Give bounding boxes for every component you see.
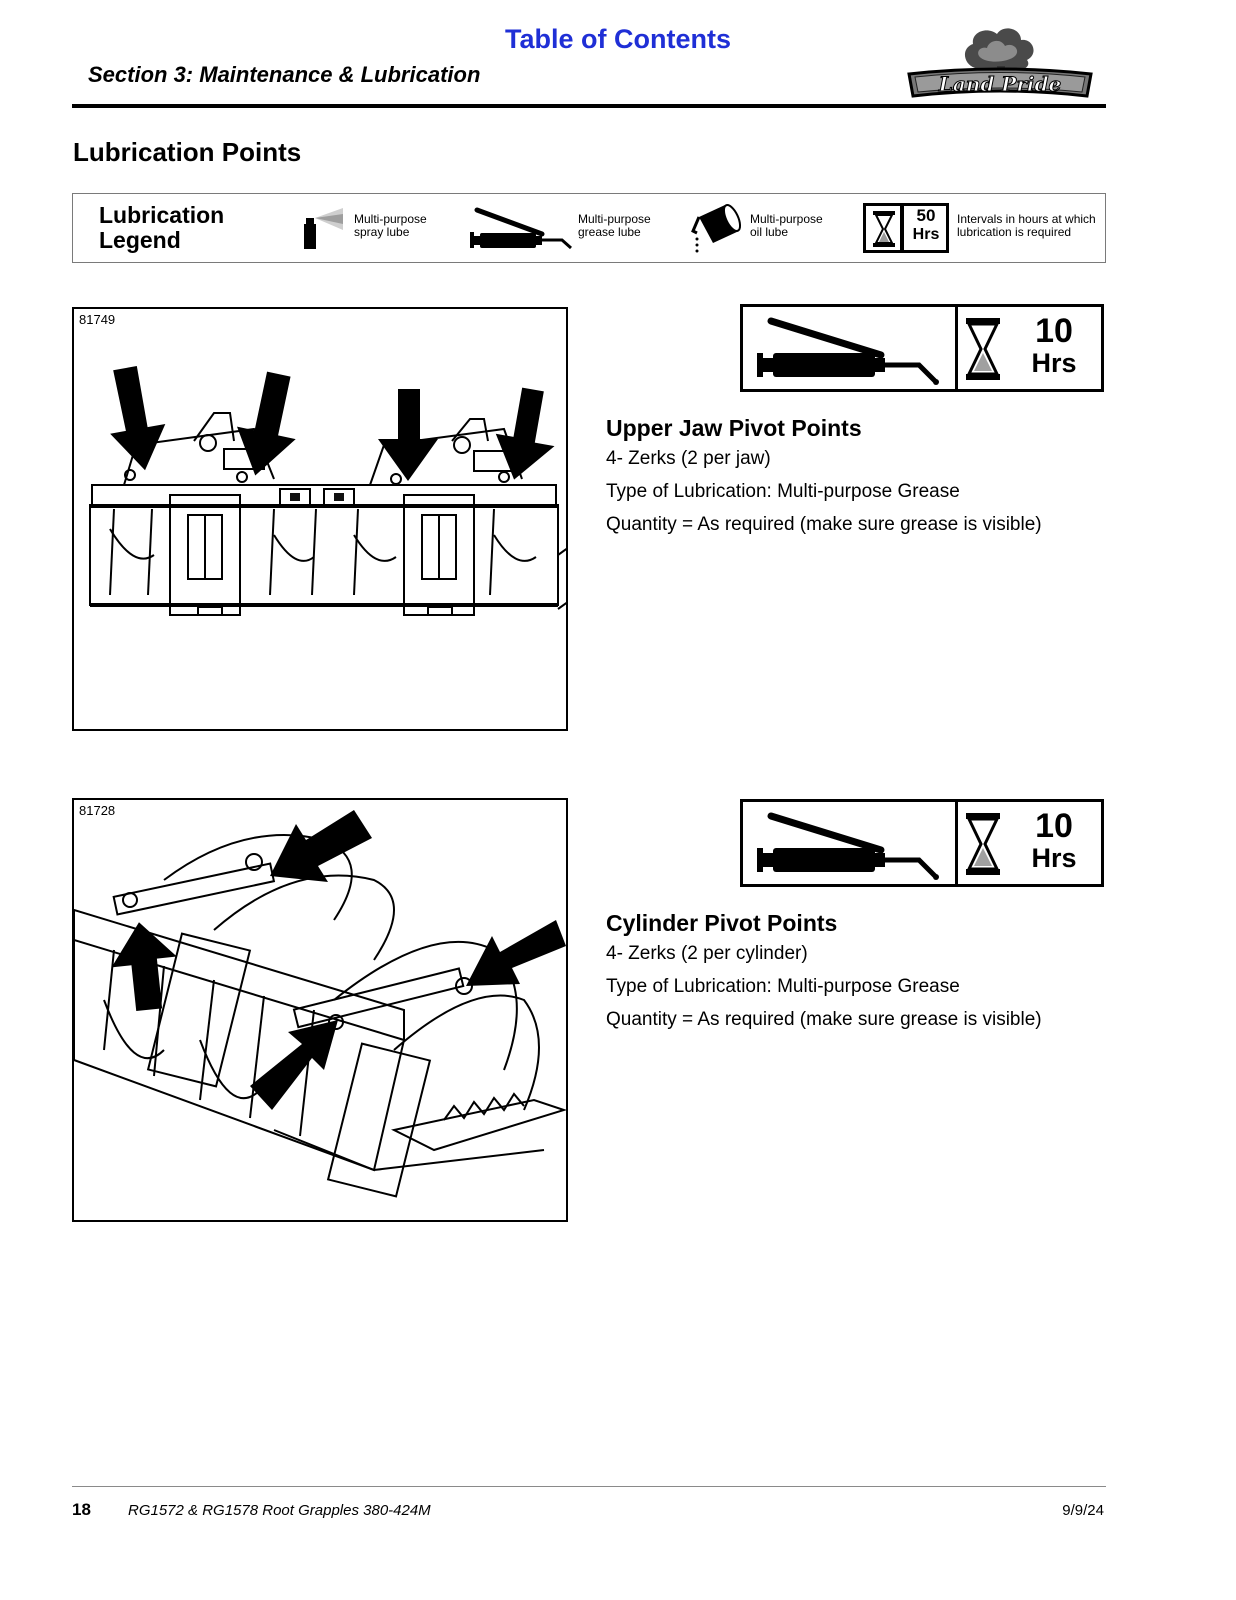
cylinder-illustration — [74, 810, 566, 1198]
interval-badge-cylinder: 10 Hrs — [740, 799, 1104, 887]
point-title: Upper Jaw Pivot Points — [606, 415, 862, 441]
grease-gun-icon — [468, 206, 576, 250]
spray-can-icon — [301, 204, 345, 250]
legend-oil-text: Multi-purpose oil lube — [750, 212, 823, 239]
svg-text:Land Pride: Land Pride — [938, 72, 1061, 96]
grease-gun-icon — [753, 810, 949, 880]
interval-badge-upper-jaw: 10 Hrs — [740, 304, 1104, 392]
interval-unit: Hrs — [1031, 843, 1077, 873]
figure-number: 81749 — [79, 312, 116, 327]
legend-spray-text: Multi-purpose spray lube — [354, 212, 427, 239]
cylinder-info: Cylinder Pivot Points 4- Zerks (2 per cy… — [606, 910, 1106, 1032]
legend-grease-text: Multi-purpose grease lube — [578, 212, 651, 239]
footer-rule — [72, 1486, 1106, 1487]
lubrication-legend: Lubrication Legend Multi-purpose spray l… — [72, 193, 1106, 263]
hourglass-icon — [965, 317, 1001, 381]
legend-title: Lubrication Legend — [99, 202, 225, 253]
point-zerks: 4- Zerks (2 per jaw) — [606, 448, 771, 469]
interval-hours: 10 — [1035, 807, 1073, 845]
oil-can-icon — [687, 203, 745, 255]
land-pride-logo: Land Pride — [905, 24, 1095, 104]
point-lube-type: Type of Lubrication: Multi-purpose Greas… — [606, 481, 960, 502]
point-title: Cylinder Pivot Points — [606, 910, 838, 936]
hourglass-icon — [965, 812, 1001, 876]
document-date: 9/9/24 — [1062, 1502, 1104, 1519]
figure-cylinder: 81728 — [72, 798, 568, 1222]
page-heading: Lubrication Points — [73, 137, 302, 167]
interval-legend-box: 50 Hrs — [863, 203, 949, 253]
legend-interval-text: Intervals in hours at which lubrication … — [957, 212, 1096, 239]
legend-interval-unit: Hrs — [912, 226, 940, 243]
page-number: 18 — [72, 1500, 91, 1519]
table-of-contents-link[interactable]: Table of Contents — [505, 24, 731, 54]
section-title: Section 3: Maintenance & Lubrication — [88, 62, 481, 87]
upper-jaw-info: Upper Jaw Pivot Points 4- Zerks (2 per j… — [606, 415, 1106, 537]
figure-number: 81728 — [79, 803, 116, 818]
document-title: RG1572 & RG1578 Root Grapples 380-424M — [128, 1502, 431, 1519]
point-zerks: 4- Zerks (2 per cylinder) — [606, 943, 808, 964]
point-quantity: Quantity = As required (make sure grease… — [606, 514, 1042, 535]
header-rule — [72, 104, 1106, 108]
grease-gun-icon — [753, 315, 949, 385]
upper-jaw-illustration — [89, 366, 566, 616]
hourglass-icon — [872, 210, 896, 248]
point-lube-type: Type of Lubrication: Multi-purpose Greas… — [606, 976, 960, 997]
legend-interval-hours: 50 — [916, 206, 936, 225]
figure-upper-jaw: 81749 — [72, 307, 568, 731]
interval-unit: Hrs — [1031, 348, 1077, 378]
point-quantity: Quantity = As required (make sure grease… — [606, 1009, 1042, 1030]
interval-hours: 10 — [1035, 312, 1073, 350]
